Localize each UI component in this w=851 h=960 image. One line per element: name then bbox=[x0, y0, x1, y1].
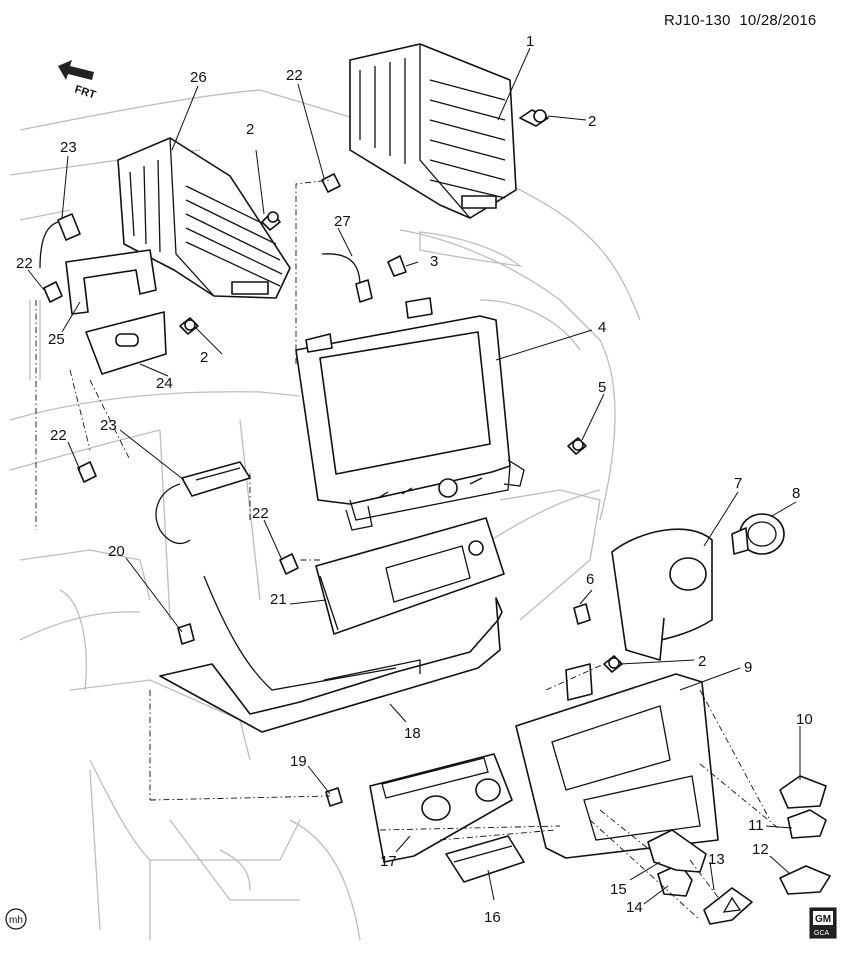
callout-23: 23 bbox=[60, 139, 77, 156]
front-label: FRT bbox=[73, 83, 97, 101]
diagram-date: 10/28/2016 bbox=[739, 12, 817, 29]
retainer-clip bbox=[43, 281, 63, 303]
callout-25: 25 bbox=[48, 331, 65, 348]
callout-12: 12 bbox=[752, 841, 769, 858]
diagram-header: RJ10-130 10/28/2016 bbox=[664, 12, 816, 29]
small-connector-part bbox=[573, 603, 591, 625]
clip-part bbox=[325, 787, 343, 807]
switch-module-part bbox=[445, 835, 525, 883]
screw-fastener bbox=[519, 109, 549, 127]
leader-lines bbox=[27, 47, 801, 905]
callout-22: 22 bbox=[16, 255, 33, 272]
connector-part bbox=[387, 255, 407, 277]
mh-text: mh bbox=[9, 915, 23, 926]
connector-part bbox=[177, 623, 195, 645]
callout-24: 24 bbox=[156, 375, 173, 392]
lower-trim-bezel-part bbox=[159, 575, 503, 733]
bracket-part bbox=[65, 249, 157, 315]
callout-23: 23 bbox=[100, 417, 117, 434]
screw-fastener bbox=[179, 317, 199, 335]
callout-18: 18 bbox=[404, 725, 421, 742]
callout-16: 16 bbox=[484, 909, 501, 926]
callout-2: 2 bbox=[588, 113, 596, 130]
display-module-part bbox=[295, 297, 525, 531]
wiring-connector-upper bbox=[39, 213, 81, 269]
control-module-part bbox=[315, 517, 505, 635]
callout-14: 14 bbox=[626, 899, 643, 916]
callout-17: 17 bbox=[380, 853, 397, 870]
gca-logo-text: GCA bbox=[814, 930, 830, 937]
callout-7: 7 bbox=[734, 475, 742, 492]
callout-2: 2 bbox=[246, 121, 254, 138]
gm-logo-text: GM bbox=[815, 914, 831, 925]
callout-1: 1 bbox=[526, 33, 534, 50]
wiring-harness-lower bbox=[155, 461, 251, 545]
callout-3: 3 bbox=[430, 253, 438, 270]
mh-mark: mh bbox=[5, 908, 27, 930]
switch-part bbox=[779, 865, 831, 895]
air-outlet-right-part bbox=[349, 43, 517, 219]
callout-5: 5 bbox=[598, 379, 606, 396]
console-trim-plate-part bbox=[515, 663, 719, 859]
callout-19: 19 bbox=[290, 753, 307, 770]
screw-fastener bbox=[567, 437, 587, 455]
front-direction-arrow-icon: FRT bbox=[58, 60, 97, 102]
gm-logo-icon: GM GCA bbox=[809, 907, 837, 939]
callout-4: 4 bbox=[598, 319, 606, 336]
callout-26: 26 bbox=[190, 69, 207, 86]
retainer-clip bbox=[321, 173, 341, 193]
callout-13: 13 bbox=[708, 851, 725, 868]
mounting-plate-part bbox=[85, 311, 167, 375]
callout-21: 21 bbox=[270, 591, 287, 608]
callout-22: 22 bbox=[252, 505, 269, 522]
callout-10: 10 bbox=[796, 711, 813, 728]
callout-22: 22 bbox=[286, 67, 303, 84]
callout-15: 15 bbox=[610, 881, 627, 898]
retainer-clip bbox=[279, 553, 299, 575]
callout-6: 6 bbox=[586, 571, 594, 588]
switch-part bbox=[779, 775, 827, 809]
screw-fastener bbox=[261, 211, 281, 231]
diagram-code: RJ10-130 bbox=[664, 12, 731, 29]
callout-labels: 1 2 2 2 2 3 4 5 6 7 8 9 10 11 12 13 14 1… bbox=[16, 33, 813, 926]
callout-9: 9 bbox=[744, 659, 752, 676]
callout-11: 11 bbox=[748, 817, 764, 834]
knob-trim-bezel-part bbox=[611, 528, 713, 661]
retainer-clip bbox=[77, 461, 97, 483]
callout-27: 27 bbox=[334, 213, 351, 230]
climate-control-part bbox=[369, 753, 513, 863]
switch-part bbox=[787, 809, 827, 839]
knob-part bbox=[731, 513, 785, 555]
screw-fastener bbox=[603, 655, 623, 673]
callout-8: 8 bbox=[792, 485, 800, 502]
assembly-dash-lines bbox=[35, 179, 779, 921]
callout-20: 20 bbox=[108, 543, 125, 560]
usb-cable-part bbox=[321, 253, 373, 303]
hazard-switch-part bbox=[703, 887, 753, 925]
callout-2: 2 bbox=[698, 653, 706, 670]
callout-2: 2 bbox=[200, 349, 208, 366]
callout-22: 22 bbox=[50, 427, 67, 444]
